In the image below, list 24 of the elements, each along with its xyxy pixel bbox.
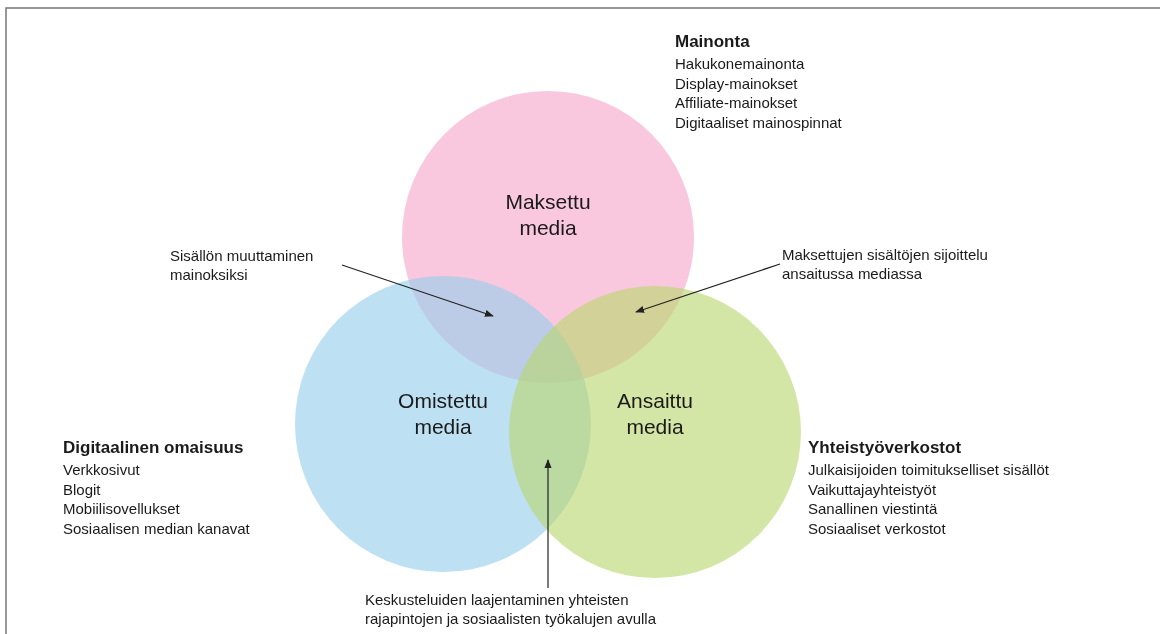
callout-text: Keskusteluiden laajentaminen yhteisten rajapintojen ja sosiaalisten työkalujen avulla bbox=[365, 590, 657, 628]
leader-arrow bbox=[635, 263, 781, 313]
callout-text: Maksettujen sisältöjen sijoittelu ansaitussa mediassa bbox=[782, 245, 989, 283]
list-item: Vaikuttajayhteistyöt bbox=[808, 479, 937, 499]
list-item: Display-mainokset bbox=[675, 73, 798, 93]
leader-arrow bbox=[341, 264, 494, 317]
list-item: Sosiaalisen median kanavat bbox=[63, 518, 250, 538]
list-heading: Mainonta bbox=[675, 32, 750, 51]
list-item: Affiliate-mainokset bbox=[675, 93, 798, 112]
list-item: Verkkosivut bbox=[63, 460, 140, 479]
list-heading: Digitaalinen omaisuus bbox=[63, 438, 244, 457]
list-item: Digitaaliset mainospinnat bbox=[675, 112, 842, 132]
list-item: Sosiaaliset verkostot bbox=[808, 518, 946, 538]
leader-arrow bbox=[544, 459, 552, 589]
list-heading: Yhteistyöverkostot bbox=[808, 438, 962, 457]
callout-text: Sisällön muuttaminen mainoksiksi bbox=[170, 246, 315, 284]
circle-title: Maksettu media bbox=[505, 190, 591, 239]
circle-title: Ansaittu media bbox=[617, 389, 693, 438]
list-item: Julkaisijoiden toimitukselliset sisällöt bbox=[808, 460, 1049, 479]
circle-title: Omistettu media bbox=[398, 389, 488, 438]
list-item: Mobiilisovellukset bbox=[63, 499, 180, 518]
list-item: Blogit bbox=[63, 479, 101, 499]
list-item: Hakukonemainonta bbox=[675, 54, 805, 73]
list-item: Sanallinen viestintä bbox=[808, 499, 938, 518]
